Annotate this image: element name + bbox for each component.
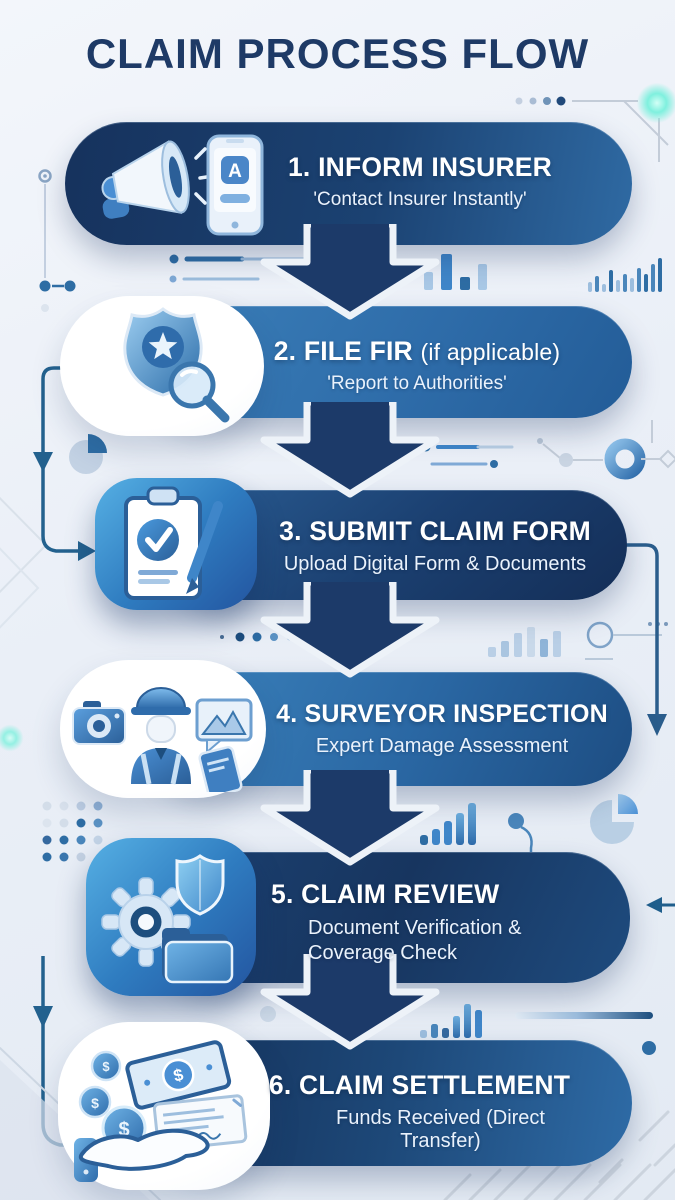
step4-icon-card: [60, 660, 266, 798]
photo-frame-icon: [195, 698, 253, 755]
flow-arrow-3: [260, 582, 440, 678]
step-3-subtitle: Upload Digital Form & Documents: [283, 553, 587, 575]
face: [146, 715, 176, 743]
step-4-text: 4. SURVEYOR INSPECTION Expert Damage Ass…: [272, 700, 612, 758]
dot-grid-decoration: [42, 801, 103, 862]
step5-icon-card: [86, 838, 256, 996]
claim-review-icons: [101, 854, 234, 984]
step6-icon-card: $ $ $ $: [58, 1022, 270, 1190]
step3-icon-card: [95, 478, 257, 610]
left-node-chain: [0, 169, 76, 629]
step-1-title: 1. INFORM INSURER: [287, 152, 553, 182]
check-circle-icon: [137, 519, 179, 561]
step-1-text: 1. INFORM INSURER 'Contact Insurer Insta…: [255, 152, 585, 211]
star-icon: [148, 332, 178, 360]
camera-icon: [72, 701, 126, 745]
step-4-title: 4. SURVEYOR INSPECTION: [276, 700, 608, 728]
pie-chart-decoration: [590, 794, 638, 844]
sparkline-bars-decoration: [588, 258, 662, 292]
mobile-app-icon: A: [206, 134, 264, 236]
vest: [131, 748, 191, 785]
hand-icon: [74, 1128, 210, 1182]
bar-chart-decoration-light: [488, 627, 561, 657]
folder-icon: [162, 928, 234, 984]
pen-icon: [186, 501, 223, 594]
surveyor-icon: [72, 687, 253, 792]
flow-arrow-4: [260, 770, 440, 866]
svg-text:$: $: [91, 1095, 99, 1111]
flow-arrow-2: [260, 402, 440, 498]
right-arrow-into-step5: [646, 897, 675, 913]
step-3-text: 3. SUBMIT CLAIM FORM Upload Digital Form…: [265, 516, 605, 576]
claim-settlement-icons: $ $ $ $: [74, 1040, 248, 1182]
diamond-outline: [0, 547, 40, 629]
step-2-title: 2. FILE FIR (if applicable): [273, 336, 561, 366]
step-4-subtitle: Expert Damage Assessment: [315, 735, 569, 757]
shield-icon: [175, 854, 225, 916]
quarter-pie-decoration: [69, 434, 107, 474]
megaphone-icon: [101, 140, 190, 219]
clipboard-icon: [124, 486, 223, 600]
flow-arrow-1: [260, 224, 440, 320]
step-5-title: 5. CLAIM REVIEW: [271, 879, 500, 909]
circuit-donut-decoration: [537, 420, 675, 480]
hard-hat-icon: [131, 687, 191, 715]
progress-line-decoration: [515, 1012, 653, 1019]
glow-orb-left: [0, 720, 28, 756]
donut-ring-decoration: [604, 438, 646, 480]
step-6-title: 6. CLAIM SETTLEMENT: [268, 1070, 571, 1100]
page-title: CLAIM PROCESS FLOW: [85, 30, 590, 77]
step-6-subtitle: Funds Received (Direct Transfer): [336, 1107, 545, 1152]
circle-line-decoration: [586, 621, 668, 649]
step-6-text: 6. CLAIM SETTLEMENT Funds Received (Dire…: [252, 1070, 587, 1153]
magnifier-icon: [168, 361, 230, 423]
step-2-subtitle: 'Report to Authorities': [327, 373, 507, 394]
police-badge-icon: [123, 307, 230, 423]
step-3-title: 3. SUBMIT CLAIM FORM: [279, 516, 591, 546]
step-1-subtitle: 'Contact Insurer Instantly': [313, 189, 527, 210]
diamond-outline: [0, 496, 48, 594]
step1-icons: A: [101, 134, 264, 236]
step2-icon-card: [60, 296, 264, 436]
step-2-text: 2. FILE FIR (if applicable) 'Report to A…: [252, 336, 582, 395]
glow-orb: [630, 76, 675, 130]
svg-text:$: $: [102, 1059, 110, 1074]
tablet-icon: [198, 746, 243, 792]
step-5-subtitle: Document Verification & Coverage Check: [308, 917, 522, 964]
flow-arrow-5: [260, 954, 440, 1050]
step-5-text: 5. CLAIM REVIEW Document Verification & …: [271, 879, 571, 966]
svg-text:A: A: [228, 161, 242, 182]
